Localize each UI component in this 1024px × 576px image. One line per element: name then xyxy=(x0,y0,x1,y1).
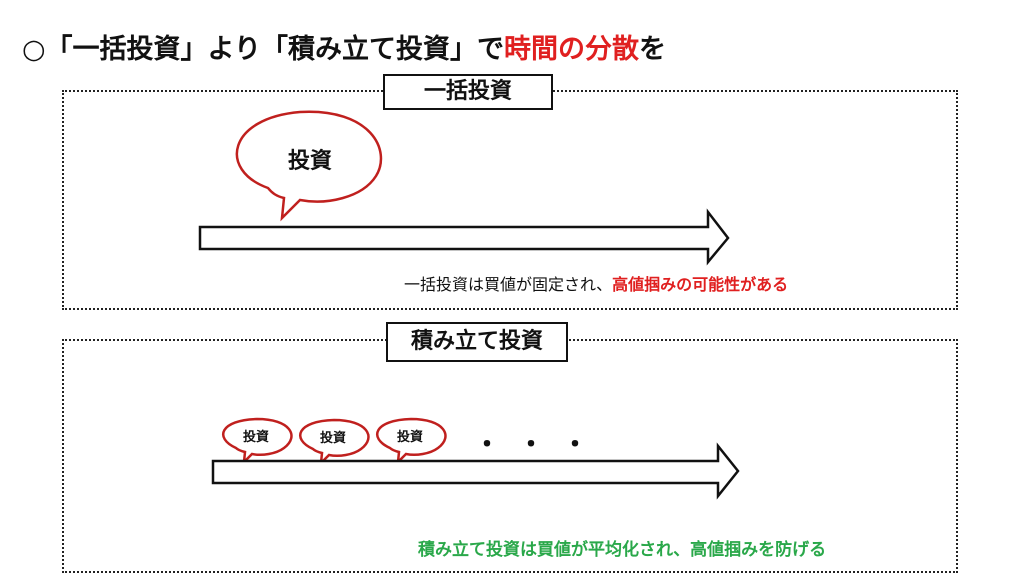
installment-caption: 積み立て投資は買値が平均化され、高値掴みを防げる xyxy=(418,540,827,560)
lump-sum-speech-bubble xyxy=(235,110,383,222)
installment-speech-bubble-1 xyxy=(222,417,293,466)
title-highlight: 時間の分散 xyxy=(504,34,640,65)
lump-sum-caption-highlight: 高値掴みの可能性がある xyxy=(612,275,789,294)
lump-sum-caption: 一括投資は買値が固定され、高値掴みの可能性がある xyxy=(404,271,788,295)
installment-speech-bubble-2 xyxy=(299,418,370,467)
installment-speech-bubble-3 xyxy=(376,417,447,466)
installment-bubble-text-1: 投資 xyxy=(243,430,270,445)
installment-label: 積み立て投資 xyxy=(386,322,568,362)
page-title: ○「一括投資」より「積み立て投資」で時間の分散を xyxy=(22,30,666,70)
installment-bubble-text-3: 投資 xyxy=(397,430,424,445)
lump-sum-timeline-arrow xyxy=(198,208,730,266)
installment-timeline-arrow xyxy=(211,442,740,500)
continuation-dots: ・・・ xyxy=(474,430,607,460)
installment-bubble-text-2: 投資 xyxy=(320,431,347,446)
title-prefix: ○「一括投資」より「積み立て投資」で xyxy=(22,34,505,65)
lump-sum-caption-normal: 一括投資は買値が固定され、 xyxy=(404,275,613,294)
lump-sum-label: 一括投資 xyxy=(383,74,553,110)
title-suffix: を xyxy=(639,34,667,65)
lump-sum-bubble-text: 投資 xyxy=(288,149,333,174)
